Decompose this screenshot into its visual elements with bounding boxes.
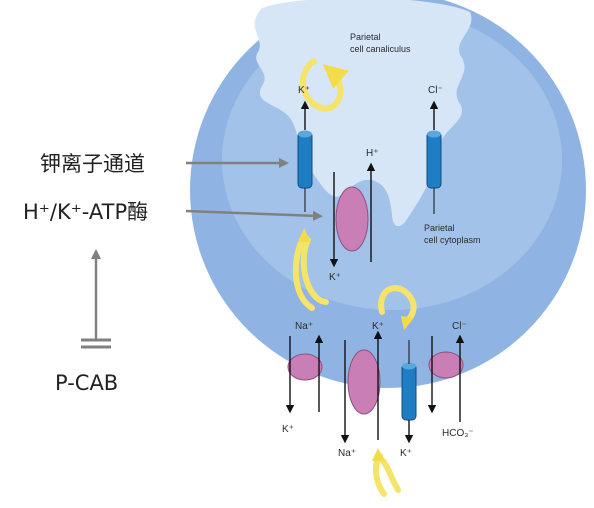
na-label-left: Na⁺ xyxy=(295,321,313,332)
canaliculus-label-line2: cell canaliculus xyxy=(350,44,411,54)
h-k-atpase-pump xyxy=(335,186,369,252)
chloride-channel xyxy=(426,131,442,189)
cl-label-right: Cl⁻ xyxy=(452,321,467,332)
k-cycle-arrow-center xyxy=(378,285,417,323)
na-k-exchanger-left xyxy=(287,353,323,381)
potassium-channel-top xyxy=(297,131,313,189)
cytoplasm-label-line1: Parietal xyxy=(424,223,455,233)
k-cycle-arrow-center-head xyxy=(401,316,414,330)
canaliculus-label-line1: Parietal xyxy=(350,32,381,42)
hco3-label: HCO₃⁻ xyxy=(442,428,474,439)
k-cycle-arrow-bottom-head xyxy=(372,448,385,461)
k-label-bottom-left: K⁺ xyxy=(282,424,294,435)
enzyme-pointer-arrow xyxy=(185,209,323,221)
cl-hco3-exchanger xyxy=(428,351,464,379)
channel-annotation: 钾离子通道 xyxy=(40,152,145,176)
enzyme-annotation: H⁺/K⁺-ATP酶 xyxy=(23,200,148,224)
k-cycle-arrow-bottom xyxy=(372,453,401,497)
k-cycle-arrow-mid-head xyxy=(298,228,311,242)
k-label-top: K⁺ xyxy=(298,85,310,96)
na-label-bottom: Na⁺ xyxy=(338,448,356,459)
inhibitor-annotation: P-CAB xyxy=(55,371,118,395)
potassium-channel-bottom xyxy=(401,363,417,421)
cytoplasm-label-line2: cell cytoplasm xyxy=(424,235,481,245)
k-label-bottom-mid: K⁺ xyxy=(400,448,412,459)
na-k-atpase xyxy=(347,349,381,415)
potassium-channel-bottom-cap xyxy=(402,362,416,370)
canaliculus xyxy=(254,0,472,227)
k-cycle-arrow-top xyxy=(300,57,349,112)
cl-label-top: Cl⁻ xyxy=(428,85,443,96)
chloride-channel-cap xyxy=(427,130,441,138)
k-label-center: K⁺ xyxy=(372,321,384,332)
h-label-top: H⁺ xyxy=(366,148,379,159)
k-label-mid: K⁺ xyxy=(329,272,341,283)
k-cycle-arrow-mid xyxy=(292,233,329,311)
potassium-channel-top-cap xyxy=(298,130,312,138)
